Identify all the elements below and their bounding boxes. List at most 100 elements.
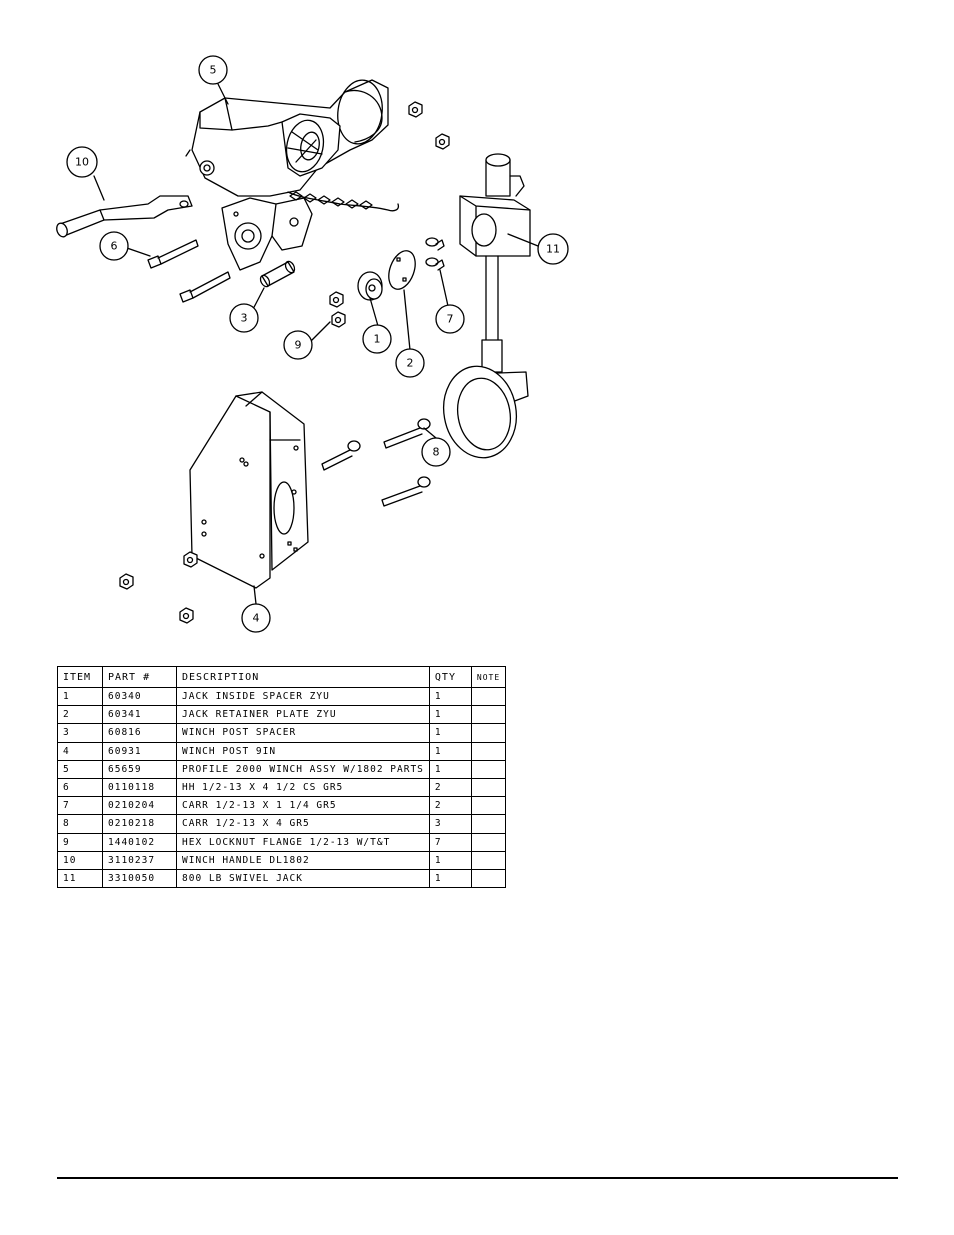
callout-7: 7 — [435, 304, 465, 334]
cell-item: 8 — [57, 814, 103, 834]
table-row: 6 0110118 HH 1/2-13 X 4 1/2 CS GR5 2 — [57, 777, 507, 798]
svg-text:7: 7 — [447, 313, 454, 326]
cell-part-number: 60340 — [102, 686, 177, 707]
cell-description: HEX LOCKNUT FLANGE 1/2-13 W/T&T — [176, 832, 430, 852]
header-part-number: PART # — [102, 666, 177, 688]
table-row: 8 0210218 CARR 1/2-13 X 4 GR5 3 — [57, 814, 507, 834]
cell-item: 11 — [57, 868, 103, 889]
callout-8: 8 — [421, 437, 451, 467]
cell-qty: 1 — [428, 686, 472, 707]
table-row: 1 60340 JACK INSIDE SPACER ZYU 1 — [57, 686, 507, 707]
header-qty: QTY — [428, 666, 472, 688]
cell-description: 800 LB SWIVEL JACK — [176, 868, 430, 889]
svg-text:8: 8 — [433, 446, 440, 459]
locknut-lower-drawing — [119, 551, 198, 624]
footer-rule — [57, 1177, 898, 1179]
callout-9: 9 — [283, 330, 313, 360]
cell-qty: 1 — [428, 723, 472, 743]
carriage-bolt-short-drawing — [425, 237, 445, 271]
cell-qty: 2 — [428, 777, 472, 798]
cell-description: CARR 1/2-13 X 4 GR5 — [176, 814, 430, 834]
cell-part-number: 0210218 — [102, 814, 177, 834]
cell-description: PROFILE 2000 WINCH ASSY W/1802 PARTS — [176, 759, 430, 779]
cell-description: WINCH POST 9IN — [176, 741, 430, 761]
cell-note — [470, 832, 507, 852]
jack-retainer-plate-drawing — [388, 250, 416, 290]
cell-item: 4 — [57, 741, 103, 761]
table-row: 11 3310050 800 LB SWIVEL JACK 1 — [57, 868, 507, 889]
carriage-bolt-long-drawing — [321, 418, 431, 507]
cell-qty: 2 — [428, 796, 472, 816]
svg-text:10: 10 — [75, 156, 89, 169]
svg-text:2: 2 — [407, 357, 414, 370]
svg-text:9: 9 — [295, 339, 302, 352]
winch-handle-drawing — [56, 195, 193, 238]
cell-description: WINCH POST SPACER — [176, 723, 430, 743]
cell-qty: 3 — [428, 814, 472, 834]
winch-assembly-drawing — [185, 79, 400, 271]
locknut-upper-drawing — [408, 101, 450, 150]
cell-qty: 1 — [428, 759, 472, 779]
cell-note — [470, 741, 507, 761]
table-row: 4 60931 WINCH POST 9IN 1 — [57, 741, 507, 761]
cell-item: 5 — [57, 759, 103, 779]
cell-part-number: 3310050 — [102, 868, 177, 889]
callout-4: 4 — [241, 603, 271, 633]
cell-description: HH 1/2-13 X 4 1/2 CS GR5 — [176, 777, 430, 798]
svg-text:5: 5 — [210, 64, 217, 77]
exploded-parts-diagram: 5 10 6 3 9 1 2 7 11 8 4 — [56, 55, 569, 633]
cell-part-number: 60341 — [102, 705, 177, 725]
cell-description: WINCH HANDLE DL1802 — [176, 850, 430, 870]
table-row: 9 1440102 HEX LOCKNUT FLANGE 1/2-13 W/T&… — [57, 832, 507, 852]
cell-part-number: 60931 — [102, 741, 177, 761]
table-row: 5 65659 PROFILE 2000 WINCH ASSY W/1802 P… — [57, 759, 507, 779]
cell-item: 3 — [57, 723, 103, 743]
cell-qty: 1 — [428, 850, 472, 870]
cell-part-number: 60816 — [102, 723, 177, 743]
header-item: ITEM — [57, 666, 103, 688]
cell-note — [470, 723, 507, 743]
parts-list-table: ITEM PART # DESCRIPTION QTY NOTE 1 60340… — [57, 666, 507, 889]
callout-11: 11 — [537, 233, 569, 265]
callout-10: 10 — [66, 146, 98, 178]
cell-qty: 7 — [428, 832, 472, 852]
cell-qty: 1 — [428, 741, 472, 761]
hex-bolt-drawing — [147, 239, 231, 303]
winch-post-drawing — [189, 391, 309, 589]
cell-note — [470, 796, 507, 816]
svg-text:6: 6 — [111, 240, 118, 253]
cell-part-number: 0210204 — [102, 796, 177, 816]
cell-description: JACK RETAINER PLATE ZYU — [176, 705, 430, 725]
table-row: 7 0210204 CARR 1/2-13 X 1 1/4 GR5 2 — [57, 796, 507, 816]
callout-6: 6 — [99, 231, 129, 261]
winch-post-spacer-drawing — [259, 260, 296, 288]
callout-2: 2 — [395, 348, 425, 378]
svg-text:1: 1 — [374, 333, 381, 346]
svg-text:11: 11 — [546, 243, 560, 256]
cell-note — [470, 705, 507, 725]
cell-note — [470, 759, 507, 779]
table-row: 3 60816 WINCH POST SPACER 1 — [57, 723, 507, 743]
table-row: 10 3110237 WINCH HANDLE DL1802 1 — [57, 850, 507, 870]
cell-part-number: 0110118 — [102, 777, 177, 798]
callout-1: 1 — [362, 324, 392, 354]
cell-description: JACK INSIDE SPACER ZYU — [176, 686, 430, 707]
cell-description: CARR 1/2-13 X 1 1/4 GR5 — [176, 796, 430, 816]
header-note: NOTE — [470, 666, 507, 688]
cell-note — [470, 686, 507, 707]
header-description: DESCRIPTION — [176, 666, 430, 688]
cell-item: 9 — [57, 832, 103, 852]
cell-item: 7 — [57, 796, 103, 816]
cell-note — [470, 814, 507, 834]
cell-item: 2 — [57, 705, 103, 725]
cell-note — [470, 777, 507, 798]
table-row: 2 60341 JACK RETAINER PLATE ZYU 1 — [57, 705, 507, 725]
cell-part-number: 65659 — [102, 759, 177, 779]
cell-note — [470, 850, 507, 870]
cell-part-number: 3110237 — [102, 850, 177, 870]
svg-text:4: 4 — [253, 612, 260, 625]
cell-item: 6 — [57, 777, 103, 798]
cell-part-number: 1440102 — [102, 832, 177, 852]
swivel-jack-drawing — [443, 153, 531, 459]
cell-item: 1 — [57, 686, 103, 707]
